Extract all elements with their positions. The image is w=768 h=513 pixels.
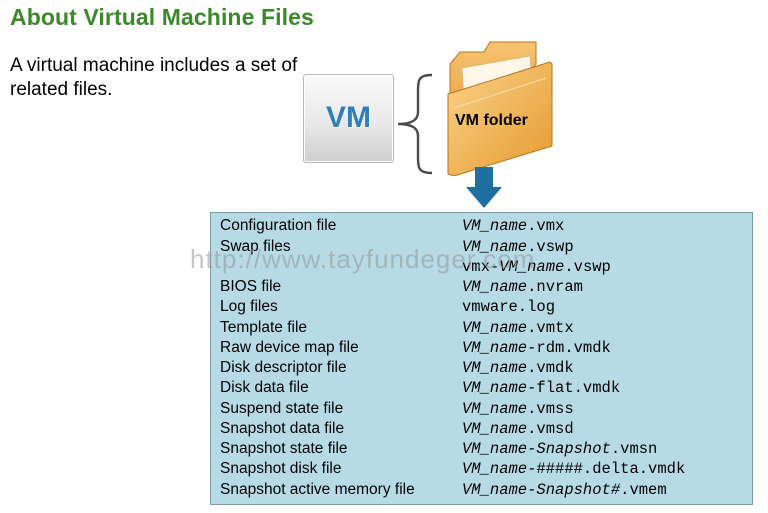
file-name-part: VM_name — [462, 420, 528, 438]
file-name-part: VM_name — [462, 481, 528, 499]
file-name-value: VM_name-#####.delta.vmdk — [462, 459, 685, 479]
file-name-value: VM_name.vmss — [462, 399, 574, 419]
page-title: About Virtual Machine Files — [10, 4, 314, 30]
file-name-part: .nvram — [527, 278, 583, 296]
file-name-part: VM_name — [462, 217, 528, 235]
file-row: Suspend state file VM_name.vmss — [211, 399, 752, 419]
file-name-value: VM_name-rdm.vmdk — [462, 338, 611, 358]
file-name-part: VM_name — [462, 379, 528, 397]
file-type-label: Snapshot disk file — [220, 460, 342, 477]
file-name-part: .vmsd — [527, 420, 574, 438]
file-row: Template file VM_name.vmtx — [211, 318, 752, 338]
file-row: Snapshot disk file VM_name-#####.delta.vm… — [211, 459, 752, 479]
file-name-part: VM_name — [462, 359, 528, 377]
file-row: Configuration file VM_name.vmx — [211, 216, 752, 236]
brace-icon — [397, 73, 433, 175]
folder-icon — [447, 41, 553, 176]
file-name-part: -Snapshot# — [527, 481, 621, 499]
file-name-value: vmx-VM_name.vswp — [462, 257, 611, 277]
down-arrow-icon — [466, 167, 502, 208]
vm-label: VM — [326, 101, 371, 134]
file-name-part: VM_name — [462, 238, 528, 256]
file-name-value: VM_name.vmsd — [462, 419, 574, 439]
file-row: Snapshot state file VM_name-Snapshot.vmsn — [211, 439, 752, 459]
file-row: Log files vmware.log — [211, 297, 752, 317]
file-name-part: .vmem — [620, 481, 667, 499]
file-name-part: VM_name — [499, 258, 565, 276]
file-name-value: VM_name-flat.vmdk — [462, 378, 620, 398]
file-row: Raw device map file VM_name-rdm.vmdk — [211, 338, 752, 358]
file-name-value: VM_name.vmdk — [462, 358, 574, 378]
file-name-part: VM_name — [462, 339, 528, 357]
file-name-value: VM_name-Snapshot#.vmem — [462, 480, 667, 500]
file-type-label: Configuration file — [220, 217, 337, 234]
file-name-part: -Snapshot — [527, 440, 611, 458]
file-type-label: Raw device map file — [220, 339, 359, 356]
file-row: Snapshot active memory file VM_name-Snaps… — [211, 480, 752, 500]
file-type-label: Snapshot active memory file — [220, 481, 415, 498]
file-type-label: Snapshot data file — [220, 420, 345, 437]
file-name-part: .vmsn — [610, 440, 658, 458]
file-name-part: .vmss — [527, 400, 574, 418]
file-row: Disk data file VM_name-flat.vmdk — [211, 378, 752, 398]
intro-text: A virtual machine includes a set of rela… — [10, 55, 298, 100]
file-name-part: -#####.delta.vmdk — [527, 460, 686, 478]
file-type-label: Suspend state file — [220, 400, 344, 417]
file-row: Snapshot data file VM_name.vmsd — [211, 419, 752, 439]
file-name-part: -flat.vmdk — [527, 379, 621, 397]
file-name-value: VM_name.vswp — [462, 237, 574, 257]
file-name-value: VM_name.nvram — [462, 277, 583, 297]
file-name-part: .vswp — [527, 238, 574, 256]
folder-label: VM folder — [455, 112, 528, 129]
file-name-value: VM_name.vmx — [462, 216, 564, 236]
file-type-label: Snapshot state file — [220, 440, 348, 457]
file-row: Disk descriptor file VM_name.vmdk — [211, 358, 752, 378]
file-name-part: -rdm.vmdk — [527, 339, 611, 357]
vm-icon: VM — [303, 74, 394, 163]
file-row: BIOS file VM_name.nvram — [211, 277, 752, 297]
file-name-part: VM_name — [462, 440, 528, 458]
file-name-part: .vmdk — [527, 359, 574, 377]
file-name-part: .vmx — [527, 217, 565, 235]
file-name-value: VM_name.vmtx — [462, 318, 574, 338]
file-type-label: Disk data file — [220, 379, 309, 396]
file-type-label: Swap files — [220, 238, 291, 255]
file-name-part: vmware.log — [462, 298, 556, 316]
file-name-part: VM_name — [462, 278, 528, 296]
file-type-label: Disk descriptor file — [220, 359, 347, 376]
file-name-part: VM_name — [462, 319, 528, 337]
file-type-label: Log files — [220, 298, 278, 315]
file-name-part: vmx- — [462, 258, 500, 276]
file-name-part: VM_name — [462, 400, 528, 418]
file-name-value: VM_name-Snapshot.vmsn — [462, 439, 657, 459]
file-name-part: .vswp — [564, 258, 611, 276]
file-name-value: vmware.log — [462, 297, 555, 317]
file-name-part: VM_name — [462, 460, 528, 478]
file-name-part: .vmtx — [527, 319, 574, 337]
file-type-label: Template file — [220, 319, 308, 336]
watermark-text: http://www.tayfundeger.com — [190, 244, 536, 274]
file-type-label: BIOS file — [220, 278, 282, 295]
